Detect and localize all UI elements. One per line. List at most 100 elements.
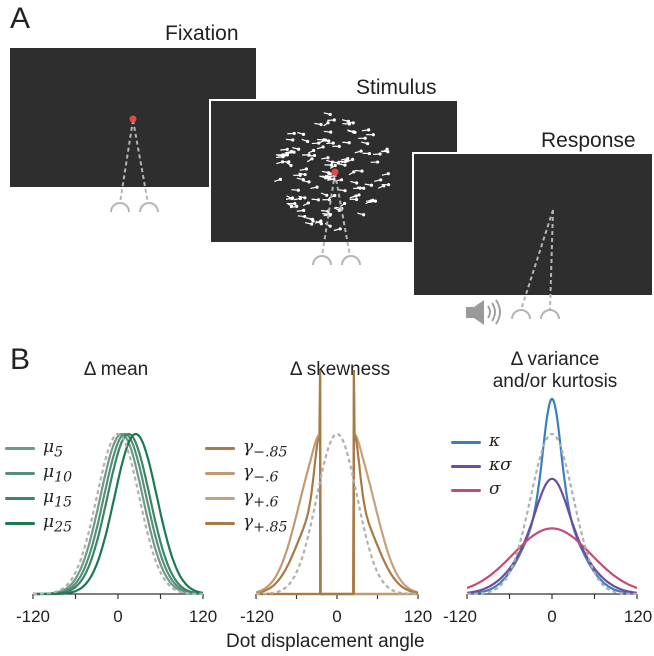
tick-label: 0	[332, 607, 342, 626]
motion-dot-icon	[369, 183, 374, 187]
motion-dot-icon	[357, 193, 361, 197]
motion-dot-icon	[386, 172, 390, 176]
motion-dot-icon	[354, 194, 358, 198]
response-title: Response	[541, 129, 636, 152]
motion-dot-icon	[343, 189, 347, 193]
legend-swatch	[451, 441, 481, 444]
chart-title-skew: Δ skewness	[289, 359, 391, 380]
legend-swatch	[451, 465, 481, 468]
motion-dot-icon	[352, 170, 356, 174]
motion-dot-icon	[302, 208, 306, 212]
motion-dot-icon	[351, 157, 355, 162]
motion-dot-icon	[328, 112, 332, 117]
legend-label: γ+.85	[243, 512, 288, 536]
legend-label: κ	[489, 431, 501, 451]
motion-dot-icon	[376, 160, 380, 164]
motion-dot-icon	[333, 163, 337, 168]
motion-dot-icon	[311, 219, 315, 223]
chart-title-var-line2: and/or kurtosis	[492, 371, 618, 392]
legend-label: μ5	[43, 437, 64, 461]
reference-curve	[467, 432, 637, 595]
motion-dot-icon	[328, 212, 333, 217]
motion-dot-icon	[358, 186, 362, 190]
legend-label: γ−.85	[243, 437, 288, 461]
motion-dot-icon	[319, 122, 323, 127]
motion-dot-icon	[315, 185, 319, 189]
motion-dot-icon	[327, 198, 331, 202]
motion-dot-icon	[363, 136, 367, 140]
motion-dot-icon	[324, 138, 328, 142]
panel-a-label: A	[10, 2, 31, 35]
motion-dot-icon	[291, 138, 295, 142]
chart-title-mean: Δ mean	[83, 359, 149, 380]
legend-label: μ15	[43, 487, 73, 511]
motion-dot-icon	[285, 147, 289, 152]
stimulus-gaze-lines	[321, 172, 351, 257]
x-axis-label: Dot displacement angle	[226, 631, 425, 652]
tick-label: -120	[442, 607, 478, 626]
tick-label: 120	[623, 607, 653, 626]
stimulus-title: Stimulus	[356, 76, 437, 99]
legend-swatch	[205, 522, 235, 525]
motion-dot-icon	[362, 186, 366, 190]
motion-dot-icon	[278, 177, 283, 181]
series-line-kappa-sigma	[467, 477, 637, 594]
legend-label: γ+.6	[243, 487, 279, 511]
motion-dot-icon	[328, 224, 332, 228]
motion-dot-icon	[343, 201, 347, 206]
motion-dot-icon	[329, 130, 333, 134]
motion-dot-icon	[307, 180, 311, 184]
motion-dot-field	[274, 112, 391, 232]
motion-dot-icon	[306, 201, 310, 205]
legend-label: κσ	[489, 455, 512, 475]
fixation-gaze-lines	[119, 119, 149, 204]
motion-dot-icon	[385, 147, 389, 151]
motion-dot-icon	[326, 176, 331, 180]
legend-swatch	[5, 497, 35, 500]
series-line-γ+.85	[256, 369, 419, 596]
motion-dot-icon	[298, 196, 302, 201]
tick-label: 0	[547, 607, 557, 626]
motion-dot-icon	[367, 151, 372, 156]
response-gaze-lines	[520, 209, 554, 311]
motion-dot-icon	[292, 131, 296, 136]
motion-dot-icon	[339, 178, 344, 182]
motion-dot-icon	[378, 152, 382, 156]
fixation-dot-icon	[129, 115, 137, 123]
motion-dot-icon	[290, 150, 294, 154]
motion-dot-icon	[371, 133, 375, 137]
motion-dot-icon	[373, 199, 378, 203]
motion-dot-icon	[298, 173, 302, 177]
tick-label: 120	[403, 607, 433, 626]
motion-dot-icon	[310, 222, 314, 226]
legend-label: γ−.6	[243, 462, 279, 486]
motion-dot-icon	[290, 196, 295, 200]
motion-dot-icon	[331, 141, 335, 145]
motion-dot-icon	[361, 213, 366, 217]
motion-dot-icon	[359, 149, 363, 153]
motion-dot-icon	[307, 153, 311, 157]
motion-dot-icon	[355, 181, 359, 185]
motion-dot-icon	[347, 122, 351, 126]
motion-dot-icon	[327, 139, 331, 143]
motion-dot-icon	[317, 141, 321, 145]
series-line-γ−.85	[255, 369, 418, 596]
motion-dot-icon	[386, 150, 390, 154]
tick-label: 120	[188, 607, 218, 626]
motion-dot-icon	[319, 219, 323, 223]
motion-dot-icon	[337, 208, 341, 212]
tick-label: -120	[239, 607, 275, 626]
eye-icon	[312, 255, 361, 266]
motion-dot-icon	[351, 121, 355, 125]
chart-title-var-line1: Δ variance	[510, 349, 600, 370]
motion-dot-icon	[326, 121, 330, 125]
motion-dot-icon	[346, 156, 350, 161]
motion-dot-icon	[289, 163, 293, 168]
tick-label: -120	[15, 607, 51, 626]
panel-b-label: B	[10, 343, 31, 376]
motion-dot-icon	[310, 157, 314, 161]
legend-swatch	[205, 472, 235, 475]
legend-swatch	[5, 447, 35, 450]
motion-dot-icon	[303, 172, 307, 177]
